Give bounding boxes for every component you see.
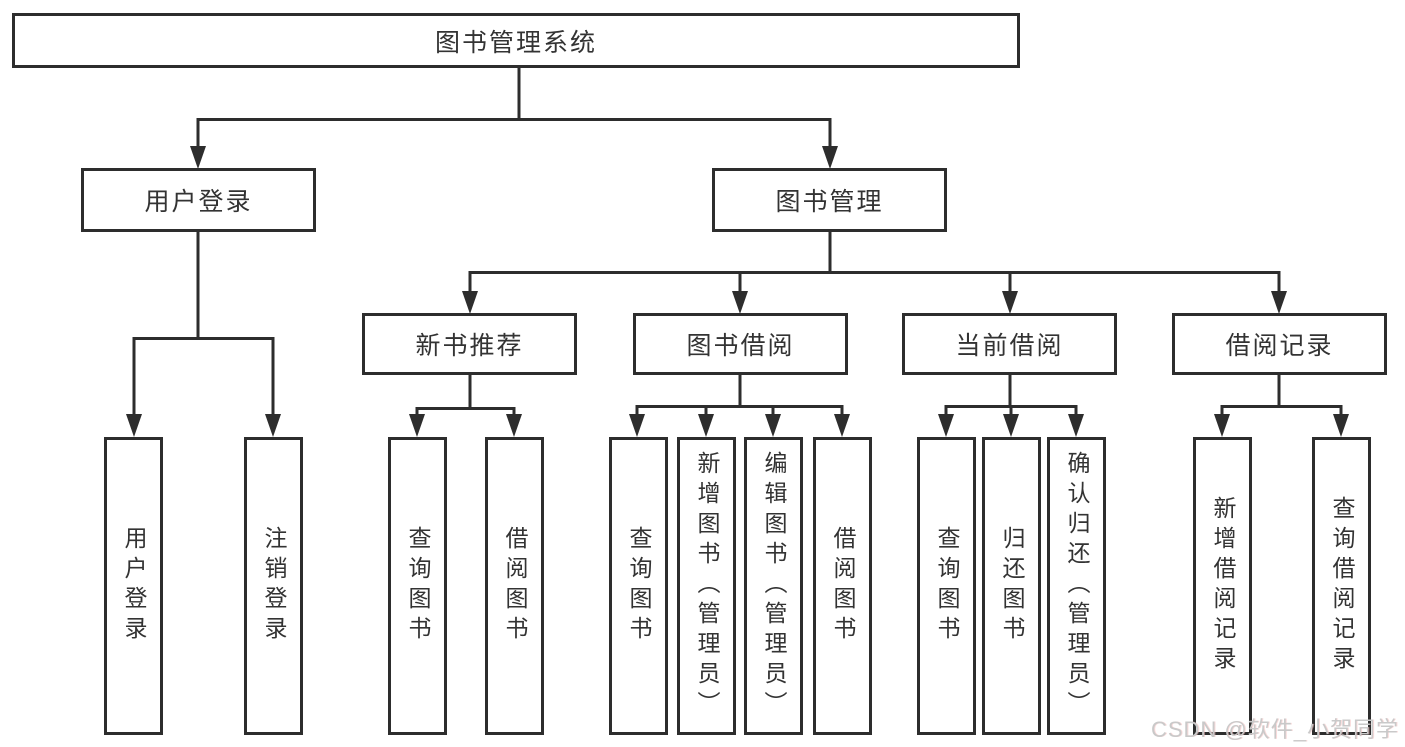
- leaf-borrow-edit-book-admin: 编辑图书（管理员）: [744, 437, 803, 735]
- edge-records-split: [1220, 375, 1343, 416]
- leaf-recommend-borrow-book-label: 借阅图书: [502, 526, 528, 646]
- edge-login-split: [132, 232, 275, 416]
- leaf-borrow-query-book-label: 查询图书: [626, 526, 652, 646]
- leaf-recommend-borrow-book: 借阅图书: [485, 437, 544, 735]
- node-root: 图书管理系统: [12, 13, 1020, 68]
- leaf-logout-label: 注销登录: [261, 526, 287, 646]
- arrow-to-mgmt: [822, 146, 838, 169]
- leaf-records-query-record-label: 查询借阅记录: [1329, 496, 1355, 676]
- arrow-to-records: [1271, 291, 1287, 314]
- leaf-current-confirm-return-admin: 确认归还（管理员）: [1047, 437, 1106, 735]
- arrow-to-login: [190, 146, 206, 169]
- arrow-bor-edit: [765, 414, 781, 437]
- arrow-bor-query: [629, 414, 645, 437]
- leaf-records-add-record-label: 新增借阅记录: [1210, 496, 1236, 676]
- node-current-borrow-label: 当前借阅: [955, 332, 1064, 360]
- arrow-to-current: [1002, 291, 1018, 314]
- node-book-borrow: 图书借阅: [633, 313, 848, 375]
- arrow-rec-query: [409, 414, 425, 437]
- node-book-management: 图书管理: [712, 168, 947, 232]
- arrow-rec-borrow: [506, 414, 522, 437]
- leaf-current-query-book-label: 查询图书: [934, 526, 960, 646]
- arrowheads: [126, 146, 1349, 437]
- node-user-login-label: 用户登录: [144, 188, 253, 216]
- arrow-bor-add: [698, 414, 714, 437]
- leaf-borrow-edit-book-admin-label: 编辑图书（管理员）: [761, 451, 787, 721]
- csdn-watermark: CSDN @软件_小贺同学: [1150, 717, 1399, 742]
- arrow-cur-confirm: [1068, 414, 1084, 437]
- leaf-logout: 注销登录: [244, 437, 303, 735]
- leaf-borrow-borrow-book: 借阅图书: [813, 437, 872, 735]
- arrow-recadd: [1214, 414, 1230, 437]
- leaf-recommend-query-book-label: 查询图书: [405, 526, 431, 646]
- leaf-recommend-query-book: 查询图书: [388, 437, 447, 735]
- node-root-label: 图书管理系统: [434, 28, 597, 57]
- edge-current-split: [944, 375, 1078, 416]
- node-user-login: 用户登录: [81, 168, 316, 232]
- node-borrow-records: 借阅记录: [1172, 313, 1387, 375]
- node-new-book-recommend: 新书推荐: [362, 313, 577, 375]
- arrow-to-user-login: [126, 414, 142, 437]
- arrow-cur-query: [938, 414, 954, 437]
- node-borrow-records-label: 借阅记录: [1225, 332, 1334, 360]
- arrow-bor-borrow: [834, 414, 850, 437]
- leaf-current-return-book: 归还图书: [982, 437, 1041, 735]
- edge-root-split: [196, 68, 832, 148]
- leaf-borrow-borrow-book-label: 借阅图书: [830, 526, 856, 646]
- arrow-to-borrow: [732, 291, 748, 314]
- edge-mgmt-split: [468, 232, 1281, 293]
- arrow-recquery: [1333, 414, 1349, 437]
- arrow-to-logout: [265, 414, 281, 437]
- node-book-borrow-label: 图书借阅: [686, 332, 795, 360]
- arrow-to-recommend: [462, 291, 478, 314]
- node-new-book-recommend-label: 新书推荐: [415, 332, 524, 360]
- node-current-borrow: 当前借阅: [902, 313, 1117, 375]
- leaf-borrow-add-book-admin: 新增图书（管理员）: [677, 437, 736, 735]
- edge-recommend-split: [415, 375, 516, 416]
- leaf-user-login: 用户登录: [104, 437, 163, 735]
- leaf-borrow-add-book-admin-label: 新增图书（管理员）: [694, 451, 720, 721]
- edge-borrow-split: [635, 375, 844, 416]
- leaf-current-return-book-label: 归还图书: [999, 526, 1025, 646]
- leaf-user-login-label: 用户登录: [121, 526, 147, 646]
- node-book-management-label: 图书管理: [775, 188, 884, 216]
- leaf-records-add-record: 新增借阅记录: [1193, 437, 1252, 735]
- arrow-cur-return: [1003, 414, 1019, 437]
- leaf-current-confirm-return-admin-label: 确认归还（管理员）: [1064, 451, 1090, 721]
- leaf-borrow-query-book: 查询图书: [609, 437, 668, 735]
- leaf-records-query-record: 查询借阅记录: [1312, 437, 1371, 735]
- leaf-current-query-book: 查询图书: [917, 437, 976, 735]
